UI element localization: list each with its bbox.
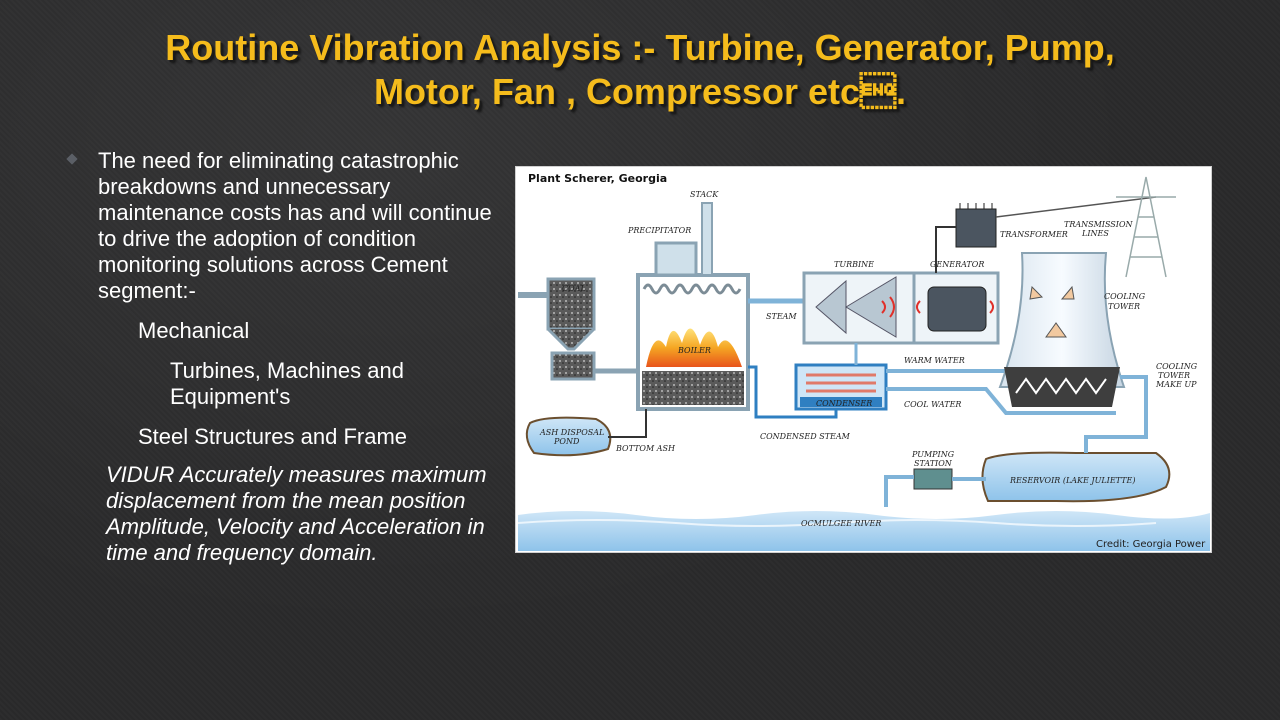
generator-label: GENERATOR bbox=[930, 260, 984, 269]
ash-pond-label-2: POND bbox=[553, 437, 580, 446]
pumping-label-2: STATION bbox=[914, 459, 953, 468]
makeup-label-2: TOWER bbox=[1158, 371, 1190, 380]
cooling-tower-label-1: COOLING bbox=[1104, 292, 1146, 301]
precipitator-shape bbox=[654, 241, 698, 277]
bullet-item: The need for eliminating catastrophic br… bbox=[66, 148, 506, 304]
plant-diagram-svg: Plant Scherer, Georgia OCMULGEE RIVER RE… bbox=[517, 172, 1210, 551]
transmission-wire bbox=[995, 196, 1157, 218]
reservoir-label: RESERVOIR (LAKE JULIETTE) bbox=[1009, 476, 1135, 485]
transformer-shape bbox=[955, 208, 997, 248]
reservoir-shape bbox=[981, 451, 1171, 503]
slide-title-line-2: Motor, Fan , Compressor etc. bbox=[373, 71, 907, 112]
cooling-tower-base bbox=[1004, 367, 1120, 407]
sub-item-steel: Steel Structures and Frame bbox=[138, 424, 408, 449]
diagram-header: Plant Scherer, Georgia bbox=[528, 172, 667, 185]
diamond-bullet-icon bbox=[66, 153, 78, 165]
pumping-station-shape bbox=[913, 468, 953, 490]
ash-pond-label-1: ASH DISPOSAL bbox=[539, 428, 604, 437]
power-plant-diagram: Plant Scherer, Georgia OCMULGEE RIVER RE… bbox=[515, 166, 1212, 553]
river-water bbox=[518, 511, 1210, 551]
warm-water-label: WARM WATER bbox=[904, 356, 965, 365]
transmission-label-1: TRANSMISSION bbox=[1064, 220, 1134, 229]
boiler-flames bbox=[646, 328, 742, 367]
condenser-label: CONDENSER bbox=[816, 399, 872, 408]
cooling-tower-label-2: TOWER bbox=[1108, 302, 1140, 311]
river-label: OCMULGEE RIVER bbox=[801, 519, 881, 528]
sub-item-mechanical: Mechanical bbox=[138, 318, 250, 343]
transmission-tower bbox=[1116, 176, 1176, 278]
diagram-credit: Credit: Georgia Power bbox=[1096, 539, 1206, 550]
makeup-label-3: MAKE UP bbox=[1155, 380, 1197, 389]
boiler-label: BOILER bbox=[677, 346, 711, 355]
transmission-label-2: LINES bbox=[1081, 229, 1109, 238]
slide-title: Routine Vibration Analysis :- Turbine, G… bbox=[40, 26, 1240, 114]
makeup-label-1: COOLING bbox=[1156, 362, 1198, 371]
cooling-tower-shape bbox=[998, 252, 1126, 388]
bullet-text: The need for eliminating catastrophic br… bbox=[98, 148, 492, 303]
steam-label: STEAM bbox=[766, 312, 797, 321]
pumping-label-1: PUMPING bbox=[911, 450, 955, 459]
turbine-label: TURBINE bbox=[834, 260, 874, 269]
italic-note: VIDUR Accurately measures maximum displa… bbox=[106, 462, 487, 565]
turbine-blades bbox=[815, 276, 897, 338]
stack-label: STACK bbox=[690, 190, 719, 199]
bottom-ash-label: BOTTOM ASH bbox=[615, 444, 676, 453]
transformer-label: TRANSFORMER bbox=[1000, 230, 1068, 239]
ash-pond-shape bbox=[525, 416, 612, 457]
condensed-steam-label: CONDENSED STEAM bbox=[760, 432, 851, 441]
coal-label: COAL bbox=[562, 284, 586, 293]
slide-title-line-1: Routine Vibration Analysis :- Turbine, G… bbox=[165, 27, 1115, 68]
stack-shape bbox=[701, 202, 713, 276]
generator-unit bbox=[927, 286, 987, 332]
slide-content: The need for eliminating catastrophic br… bbox=[66, 148, 506, 566]
precipitator-label: PRECIPITATOR bbox=[627, 226, 691, 235]
cool-water-label: COOL WATER bbox=[904, 400, 961, 409]
sub-item-turbines: Turbines, Machines and Equipment's bbox=[170, 358, 404, 409]
